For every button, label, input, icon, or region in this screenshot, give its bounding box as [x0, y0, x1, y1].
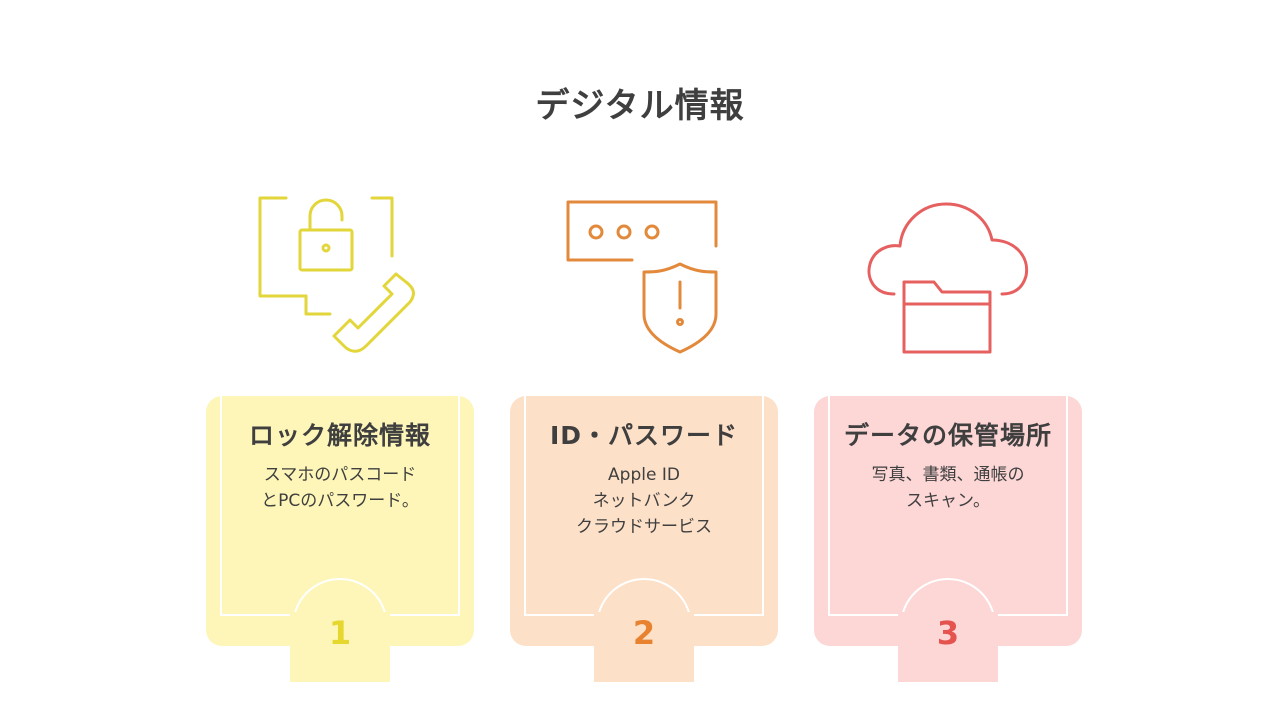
card-frame: データの保管場所 写真、書類、通帳の スキャン。 — [828, 396, 1068, 616]
card-frame: ID・パスワード Apple ID ネットバンク クラウドサービス — [524, 396, 764, 616]
number-badge-fill — [290, 612, 390, 682]
card-description: スマホのパスコード とPCのパスワード。 — [222, 462, 458, 514]
card-line: ネットバンク — [592, 491, 696, 511]
card-frame: ロック解除情報 スマホのパスコード とPCのパスワード。 — [220, 396, 460, 616]
card-line: スマホのパスコード — [263, 465, 417, 485]
card-data-storage: データの保管場所 写真、書類、通帳の スキャン。 3 — [814, 396, 1082, 682]
card-heading: ID・パスワード — [549, 421, 739, 450]
step-number: 2 — [632, 614, 656, 652]
step-number: 1 — [328, 614, 352, 652]
monitor-lock-phone-icon — [246, 186, 426, 366]
card-heading: ロック解除情報 — [248, 421, 431, 450]
page-title: デジタル情報 — [535, 86, 745, 126]
card-line: クラウドサービス — [576, 517, 712, 537]
number-badge-fill — [898, 612, 998, 682]
card-unlock-info: ロック解除情報 スマホのパスコード とPCのパスワード。 1 — [206, 396, 474, 682]
card-description: 写真、書類、通帳の スキャン。 — [830, 462, 1066, 514]
step-number: 3 — [936, 614, 960, 652]
cloud-folder-icon — [856, 186, 1036, 366]
card-id-password: ID・パスワード Apple ID ネットバンク クラウドサービス 2 — [510, 396, 778, 682]
card-heading: データの保管場所 — [843, 421, 1052, 450]
card-line: スキャン。 — [906, 491, 990, 511]
card-line: Apple ID — [608, 465, 680, 485]
card-line: 写真、書類、通帳の — [871, 465, 1025, 485]
password-shield-icon — [550, 186, 730, 366]
number-badge-fill — [594, 612, 694, 682]
card-description: Apple ID ネットバンク クラウドサービス — [526, 462, 762, 540]
card-line: とPCのパスワード。 — [261, 491, 419, 511]
